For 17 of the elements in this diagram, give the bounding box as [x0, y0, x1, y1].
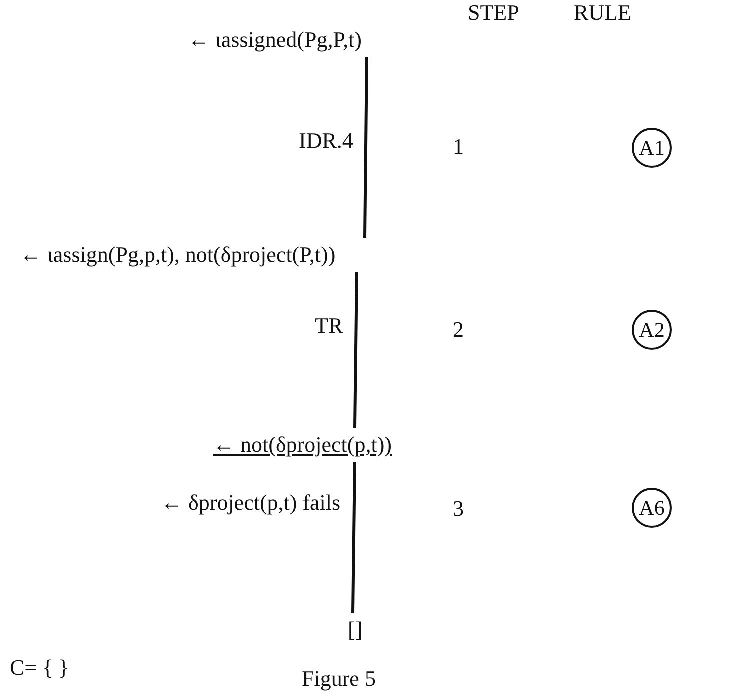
- rule-circle: A6: [632, 488, 672, 528]
- derivation-line: [352, 462, 356, 614]
- goal-text: ← ιassign(Pg,p,t), not(δproject(P,t)): [20, 242, 336, 268]
- rule-circle: A2: [632, 310, 672, 350]
- derivation-line: [364, 56, 368, 238]
- step-number: 1: [453, 134, 464, 160]
- column-header: RULE: [574, 0, 632, 26]
- rule-circle: A1: [632, 128, 672, 168]
- goal-text: ← not(δproject(p,t)): [213, 432, 392, 458]
- goal-text: ← ιassigned(Pg,P,t): [188, 27, 362, 53]
- step-number: 3: [453, 496, 464, 522]
- goal-text: []: [348, 617, 363, 643]
- step-number: 2: [453, 317, 464, 343]
- derivation-line: [354, 272, 358, 428]
- note-text: C= { }: [10, 655, 70, 681]
- figure-caption: Figure 5: [302, 666, 376, 692]
- column-header: STEP: [468, 0, 520, 26]
